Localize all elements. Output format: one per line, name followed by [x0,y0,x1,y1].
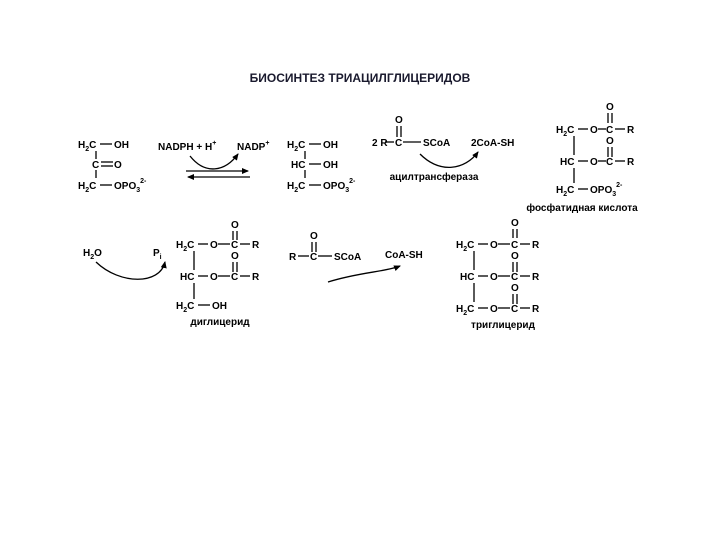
svg-text:O: O [606,102,614,113]
svg-text:C: C [511,240,518,251]
svg-text:OH: OH [212,301,227,312]
svg-text:R: R [252,272,260,283]
svg-text:R: R [532,240,540,251]
svg-text:C: C [511,272,518,283]
svg-text:OH: OH [323,160,338,171]
svg-text:SCoA: SCoA [334,252,361,263]
diglyceride-label: диглицерид [190,317,250,328]
svg-text:H2C: H2C [556,185,574,198]
step2-reaction: O 2 R C SCoA 2CoA-SH ацилтрансфераза [372,115,514,183]
svg-text:R: R [532,272,540,283]
svg-text:O: O [511,251,519,262]
diglyceride-structure: O H2C O C R O HC O C R H2C OH диглицерид [176,220,260,328]
nadp-label: NADP+ [237,140,269,153]
pi-label: Pi [153,248,162,261]
svg-text:OH: OH [323,140,338,151]
svg-text:O: O [511,283,519,294]
svg-text:H2C: H2C [78,140,96,153]
svg-text:O: O [210,240,218,251]
svg-text:SCoA: SCoA [423,138,450,149]
svg-text:O: O [590,157,598,168]
coa-sh-product-2: CoA-SH [385,250,423,261]
svg-text:OPO32-: OPO32- [590,182,623,198]
svg-text:H2C: H2C [78,181,96,194]
svg-text:O: O [590,125,598,136]
acyl-oxygen: O [395,115,403,126]
enzyme-label: ацилтрансфераза [390,171,479,183]
svg-text:O: O [210,272,218,283]
step4-reaction: O R C SCoA CoA-SH [289,231,423,283]
acyl-coa-reagent-2: R [289,252,297,263]
svg-text:O: O [511,218,519,229]
svg-text:R: R [627,157,635,168]
svg-text:H2C: H2C [176,240,194,253]
svg-text:HC: HC [560,157,574,168]
svg-text:O: O [231,220,239,231]
svg-text:O: O [490,240,498,251]
svg-text:C: C [395,138,402,149]
triglyceride-label: триглицерид [471,320,536,331]
water-label: H2O [83,248,102,261]
nadph-label: NADPH + H+ [158,140,216,153]
triglyceride-structure: O H2C O C R O HC O C R O H2C O C R тригл… [456,218,540,331]
svg-text:O: O [310,231,318,242]
step3-reaction: H2O Pi [83,248,167,280]
svg-text:O: O [114,160,122,171]
svg-text:C: C [606,157,613,168]
svg-text:R: R [532,304,540,315]
svg-text:O: O [490,272,498,283]
acyl-coa-reagent: 2 R [372,138,388,149]
svg-text:H2C: H2C [556,125,574,138]
phosphatidic-acid-structure: O H2C O C R O HC O C R H2C OPO32- фосфат… [526,102,638,214]
coa-sh-product: 2CoA-SH [471,138,514,149]
svg-text:OPO32-: OPO32- [323,178,356,194]
svg-text:H2C: H2C [456,304,474,317]
svg-text:H2C: H2C [287,181,305,194]
svg-text:H2C: H2C [287,140,305,153]
glycerol-phosphate-structure: H2C OH HC OH H2C OPO32- [287,140,356,194]
svg-text:R: R [252,240,260,251]
svg-text:O: O [231,251,239,262]
svg-text:C: C [92,160,99,171]
page-title: БИОСИНТЕЗ ТРИАЦИЛГЛИЦЕРИДОВ [250,71,471,85]
svg-text:HC: HC [291,160,305,171]
svg-text:H2C: H2C [176,301,194,314]
svg-text:HC: HC [180,272,194,283]
svg-text:C: C [231,272,238,283]
phosphatidic-acid-label: фосфатидная кислота [526,202,638,214]
svg-text:OPO32-: OPO32- [114,178,147,194]
svg-text:C: C [511,304,518,315]
dhap-structure: H2C OH C O H2C OPO32- [78,140,147,194]
svg-text:C: C [606,125,613,136]
svg-text:O: O [490,304,498,315]
svg-text:OH: OH [114,140,129,151]
svg-text:C: C [231,240,238,251]
svg-text:C: C [310,252,317,263]
step1-arrows: NADPH + H+ NADP+ [158,140,269,180]
svg-text:H2C: H2C [456,240,474,253]
svg-text:O: O [606,136,614,147]
svg-text:R: R [627,125,635,136]
svg-text:HC: HC [460,272,474,283]
